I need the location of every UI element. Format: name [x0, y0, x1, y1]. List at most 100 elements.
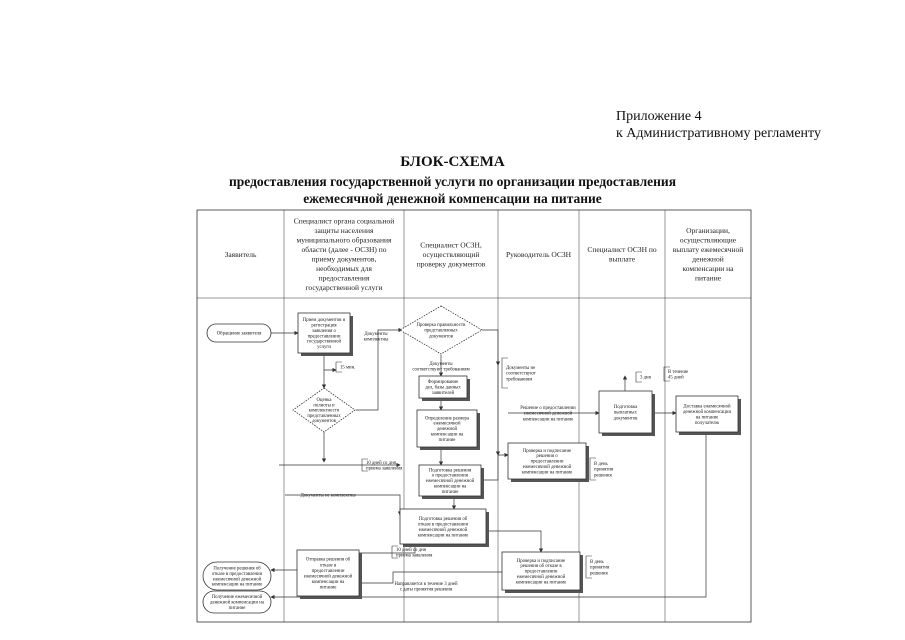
connector-18 [334, 571, 502, 586]
label-docs-incomplete-text: Документы не комплектны [300, 494, 356, 499]
note-within-45-bracket [663, 366, 670, 382]
node-prepare-decision-shape [418, 464, 482, 497]
node-review-sign-refusal-shape [501, 551, 581, 591]
note-10-days-b-bracket [391, 545, 398, 559]
connector-7 [482, 329, 501, 366]
appendix-note: Приложение 4 к Административному регламе… [616, 108, 821, 142]
node-form-file-shape [418, 375, 468, 399]
node-determine-amount-shape [416, 409, 478, 448]
connector-15 [270, 432, 707, 600]
diagram-title: БЛОК-СХЕМА [400, 154, 505, 170]
note-on-day-a-bracket [589, 457, 596, 481]
note-15-min: 15 мин. [335, 361, 355, 373]
node-deliver-comp-shape [675, 395, 739, 433]
label-docs-incomplete: Документы не комплектны [300, 494, 356, 499]
node-check-correct-shape [399, 305, 483, 355]
connector-4 [356, 327, 403, 411]
node-review-sign-grant-shape [507, 442, 587, 480]
node-receive-refusal-shape [202, 561, 272, 591]
note-on-day-b-bracket [585, 555, 592, 579]
connector-21 [285, 494, 403, 516]
connector-11 [482, 452, 509, 481]
node-send-refusal-shape [296, 549, 360, 597]
note-10-days-a-bracket [361, 458, 368, 472]
diagram-subtitle-line-2: ежемесячной денежной компенсации на пита… [303, 191, 602, 206]
appendix-line-1: Приложение 4 [616, 109, 702, 124]
node-prepare-payment-shape [598, 390, 653, 434]
appendix-line-2: к Административному регламенту [616, 126, 821, 141]
node-applicant-request: Обращение заявителя [206, 323, 272, 343]
note-15-min-bracket [335, 361, 342, 373]
note-3-days-bracket [635, 371, 642, 383]
node-prepare-refusal-shape [399, 508, 487, 545]
lane-header-4: Руководитель ОСЗН [506, 250, 572, 259]
node-applicant-request-shape [206, 323, 272, 343]
note-3-days-text: 3 дня [640, 376, 652, 381]
node-receive-comp-shape [202, 590, 272, 614]
lane-header-1: Заявитель [225, 250, 257, 259]
node-applicant-request-text: Обращение заявителя [217, 332, 262, 337]
note-docs-not-meet-bracket [501, 357, 508, 389]
note-3-days: 3 дня [635, 371, 652, 383]
diagram-subtitle-line-1: предоставления государственной услуги по… [228, 174, 677, 189]
connector-17 [486, 530, 544, 553]
note-15-min-text: 15 мин. [340, 366, 355, 371]
node-receive-docs-shape [297, 312, 351, 354]
node-assess-docs-shape [292, 387, 356, 433]
frame-border [196, 209, 752, 623]
